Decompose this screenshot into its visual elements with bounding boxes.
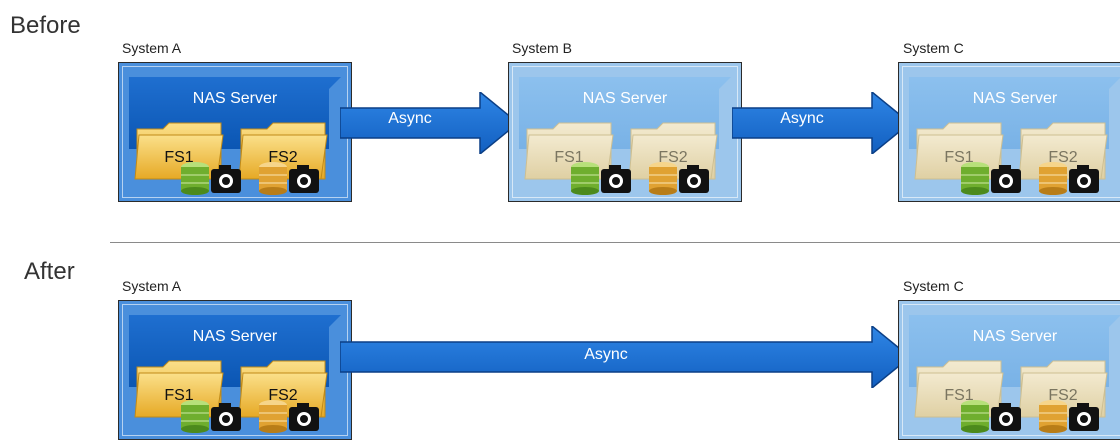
database-icon (1039, 162, 1067, 195)
fs1-label: FS1 (944, 387, 974, 404)
fs1-label: FS1 (164, 149, 194, 166)
system-frame (902, 66, 1120, 198)
snapshot-badge-fs1 (181, 162, 241, 195)
async-label-a-c: Async (584, 346, 628, 363)
snapshot-badge-fs2 (1039, 400, 1099, 433)
snapshot-badge-fs1 (961, 162, 1021, 195)
camera-icon (601, 165, 631, 193)
async-arrow-a-c (340, 326, 912, 388)
section-divider (110, 242, 1120, 243)
snapshot-badge-fs1 (571, 162, 631, 195)
snapshot-badge-fs1 (181, 400, 241, 433)
camera-icon (211, 403, 241, 431)
nas-server-title: NAS Server (582, 90, 668, 107)
database-icon (181, 162, 209, 195)
database-icon (259, 162, 287, 195)
nas-server-title: NAS Server (192, 90, 278, 107)
system-c-label: System C (903, 278, 964, 294)
fs2-label: FS2 (658, 149, 688, 166)
database-icon (181, 400, 209, 433)
before-label: Before (10, 12, 81, 39)
nas-server-title: NAS Server (972, 90, 1058, 107)
nas-server-title: NAS Server (972, 328, 1058, 345)
database-icon (259, 400, 287, 433)
fs1-label: FS1 (944, 149, 974, 166)
camera-icon (289, 165, 319, 193)
database-icon (649, 162, 677, 195)
snapshot-badge-fs1 (961, 400, 1021, 433)
camera-icon (211, 165, 241, 193)
fs2-label: FS2 (1048, 387, 1078, 404)
after-label: After (24, 258, 75, 285)
camera-icon (991, 403, 1021, 431)
system-c-box[interactable]: NAS Server FS1 FS2 (898, 62, 1120, 202)
snapshot-badge-fs2 (649, 162, 709, 195)
system-a-label: System A (122, 278, 182, 294)
fs1-folder[interactable]: FS1 (133, 359, 225, 419)
system-a-box[interactable]: NAS Server FS1 FS2 (118, 300, 352, 440)
async-label-a-b: Async (388, 110, 432, 127)
fs1-label: FS1 (164, 387, 194, 404)
system-c-label: System C (903, 40, 964, 56)
async-arrow-a-b (340, 92, 520, 154)
camera-icon (679, 165, 709, 193)
fs2-label: FS2 (268, 387, 298, 404)
camera-icon (1069, 403, 1099, 431)
nas-server-title: NAS Server (192, 328, 278, 345)
camera-icon (289, 403, 319, 431)
database-icon (1039, 400, 1067, 433)
camera-icon (1069, 165, 1099, 193)
database-icon (961, 162, 989, 195)
fs2-label: FS2 (268, 149, 298, 166)
snapshot-badge-fs2 (259, 162, 319, 195)
system-c-box[interactable]: NAS Server FS1 FS2 (898, 300, 1120, 440)
async-label-b-c: Async (780, 110, 824, 127)
database-icon (961, 400, 989, 433)
fs1-label: FS1 (554, 149, 584, 166)
fs2-label: FS2 (1048, 149, 1078, 166)
system-a-box[interactable]: NAS Server FS1 FS2 (118, 62, 352, 202)
camera-icon (991, 165, 1021, 193)
system-a-label: System A (122, 40, 182, 56)
async-arrow-b-c (732, 92, 912, 154)
database-icon (571, 162, 599, 195)
system-b-box[interactable]: NAS Server FS1 FS2 (508, 62, 742, 202)
snapshot-badge-fs2 (1039, 162, 1099, 195)
system-b-label: System B (512, 40, 572, 56)
snapshot-badge-fs2 (259, 400, 319, 433)
